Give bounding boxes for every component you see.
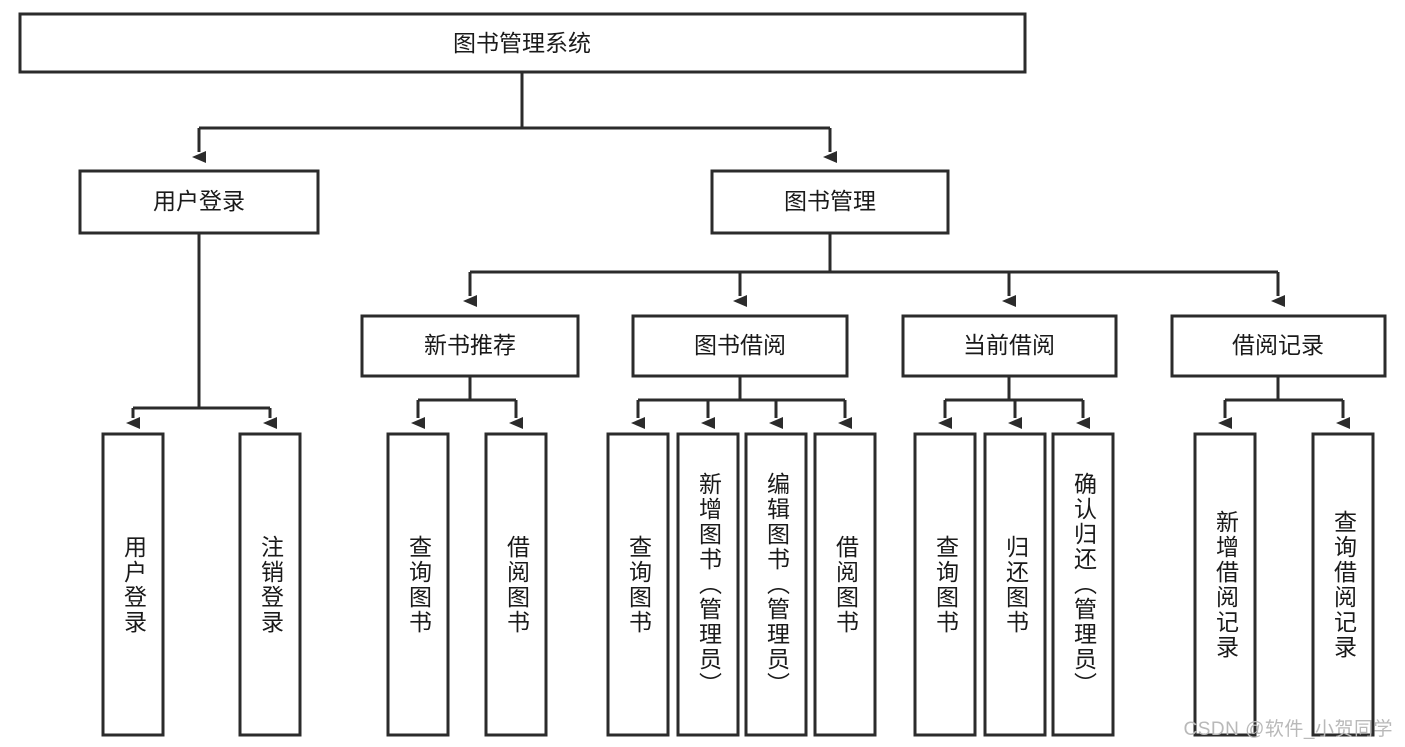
node-user-login-label: 用户登录: [153, 188, 245, 214]
connector-bookmgmt-to-level3: [463, 233, 1285, 307]
leaf-book-borrow-2[interactable]: [744, 432, 808, 737]
leaf-book-borrow-0[interactable]: [606, 432, 670, 737]
connector-root-to-level2: [192, 72, 837, 163]
connector-userlogin-to-leaves: [126, 233, 277, 429]
node-borrow-record[interactable]: 借阅记录: [1170, 314, 1387, 378]
node-book-management[interactable]: 图书管理: [710, 169, 950, 235]
node-new-book-recommend[interactable]: 新书推荐: [360, 314, 580, 378]
node-borrow-record-label: 借阅记录: [1232, 332, 1324, 358]
node-current-borrow-label: 当前借阅: [963, 332, 1055, 358]
leaf-current-borrow-1[interactable]: [983, 432, 1047, 737]
csdn-watermark: CSDN @软件_小贺同学: [1183, 719, 1393, 740]
node-book-management-label: 图书管理: [784, 188, 876, 214]
connector-newbook-to-leaves: [411, 376, 523, 429]
leaf-user-login-0[interactable]: [101, 432, 165, 737]
node-user-login[interactable]: 用户登录: [78, 169, 320, 235]
leaf-user-login-1[interactable]: [238, 432, 302, 737]
leaf-new-book-1[interactable]: [484, 432, 548, 737]
node-root-label: 图书管理系统: [453, 30, 591, 56]
leaf-new-book-0[interactable]: [386, 432, 450, 737]
connector-currentborrow-to-leaves: [938, 376, 1090, 429]
connector-borrowrecord-to-leaves: [1218, 376, 1350, 429]
leaf-borrow-record-1[interactable]: [1311, 432, 1375, 737]
leaf-book-borrow-3[interactable]: [813, 432, 877, 737]
leaf-current-borrow-0[interactable]: [913, 432, 977, 737]
leaf-current-borrow-2[interactable]: [1051, 432, 1115, 737]
node-current-borrow[interactable]: 当前借阅: [901, 314, 1118, 378]
leaf-borrow-record-0[interactable]: [1193, 432, 1257, 737]
connector-bookborrow-to-leaves: [631, 376, 852, 429]
node-new-book-recommend-label: 新书推荐: [424, 332, 516, 358]
node-root[interactable]: 图书管理系统: [18, 12, 1027, 74]
node-book-borrow-label: 图书借阅: [694, 332, 786, 358]
leaf-book-borrow-1[interactable]: [676, 432, 740, 737]
node-book-borrow[interactable]: 图书借阅: [631, 314, 849, 378]
